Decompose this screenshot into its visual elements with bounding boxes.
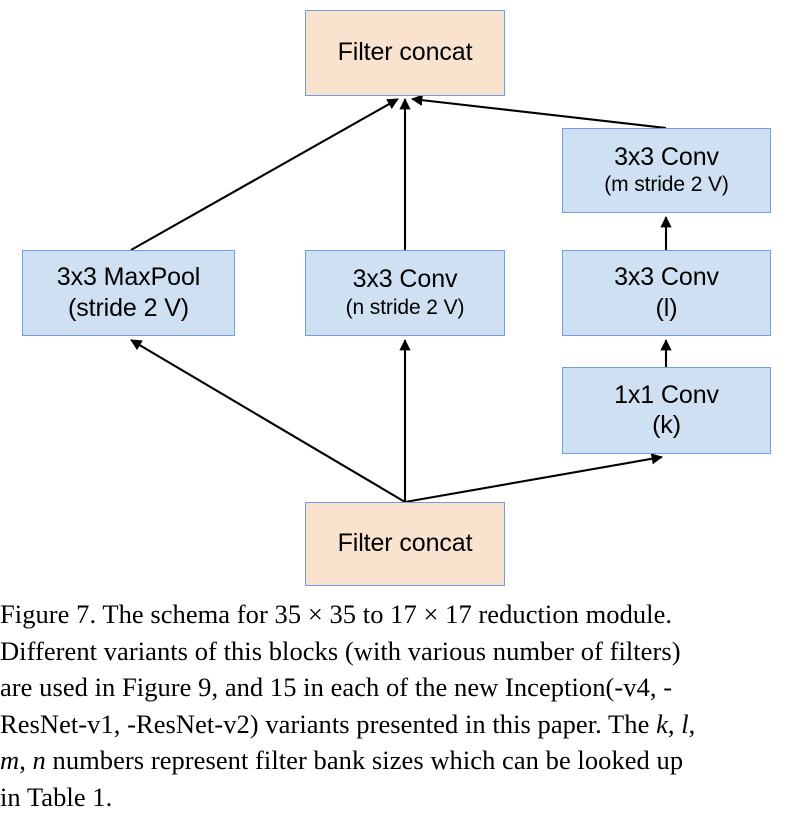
node-conv-m[interactable]: 3x3 Conv (m stride 2 V) [562, 128, 771, 213]
node-top-filter-concat-label: Filter concat [337, 38, 473, 67]
caption-line1-num-35b: 35 [329, 599, 357, 629]
figure-diagram-area: Filter concat 3x3 MaxPool (stride 2 V) 3… [22, 10, 771, 586]
caption-line5-rest: numbers represent filter bank sizes whic… [45, 745, 684, 775]
caption-line1-num-17a: 17 [390, 599, 417, 629]
node-maxpool-label-primary: 3x3 MaxPool [56, 263, 201, 291]
caption-var-l: l [681, 708, 689, 739]
node-bottom-filter-concat[interactable]: Filter concat [305, 502, 505, 586]
node-conv-n[interactable]: 3x3 Conv (n stride 2 V) [305, 250, 505, 336]
node-conv-k-label-secondary: (k) [652, 411, 681, 439]
node-top-filter-concat[interactable]: Filter concat [305, 10, 505, 96]
caption-line-6: in Table 1. [0, 781, 113, 812]
caption-line1-times-2: × [416, 599, 446, 629]
node-conv-n-label-secondary: (n stride 2 V) [345, 295, 465, 319]
edge-bottomconcat-to-convk [404, 453, 663, 504]
node-maxpool-label-secondary: (stride 2 V) [67, 293, 190, 322]
node-conv-k-label-primary: 1x1 Conv [614, 380, 719, 409]
caption-line4-comma-2: , [688, 708, 696, 739]
caption-line-4: ResNet-v1, -ResNet-v2) variants presente… [0, 706, 797, 743]
caption-var-k: k [656, 708, 668, 739]
caption-var-n: n [32, 745, 46, 775]
node-conv-m-label-secondary: (m stride 2 V) [604, 173, 729, 197]
node-conv-l-label-primary: 3x3 Conv [614, 263, 719, 291]
caption-line-5: m, n numbers represent filter bank sizes… [0, 742, 797, 779]
node-conv-l[interactable]: 3x3 Conv (l) [562, 250, 771, 336]
caption-line1-part-c: reduction module. [471, 599, 673, 629]
caption-line1-num-35a: 35 [274, 599, 302, 629]
node-conv-m-label-primary: 3x3 Conv [614, 142, 719, 171]
diagram-edges [130, 94, 672, 504]
caption-line1-times-1: × [301, 599, 330, 629]
caption-line-3: are used in Figure 9, and 15 in each of … [0, 672, 673, 702]
node-bottom-filter-concat-label: Filter concat [337, 529, 473, 558]
node-conv-n-label-primary: 3x3 Conv [352, 265, 458, 294]
edge-bottomconcat-to-maxpool [130, 339, 406, 503]
caption-line1-num-17b: 17 [445, 599, 472, 629]
caption-line1-part-a: Figure 7. The schema for [0, 599, 275, 629]
caption-var-m: m [0, 745, 20, 775]
edge-maxpool-to-topconcat [130, 98, 399, 251]
node-maxpool[interactable]: 3x3 MaxPool (stride 2 V) [22, 250, 235, 336]
caption-line4-part-a: ResNet-v1, -ResNet-v2) variants presente… [0, 708, 657, 739]
edge-convm-to-topconcat [411, 94, 667, 130]
caption-line4-comma-1: , [667, 708, 682, 739]
figure-caption: Figure 7. The schema for 35 × 35 to 17 ×… [0, 596, 797, 815]
caption-line5-comma-1: , [19, 745, 33, 775]
caption-line-1: Figure 7. The schema for 35 × 35 to 17 ×… [0, 596, 797, 633]
caption-line-2: Different variants of this blocks (with … [0, 635, 681, 666]
node-conv-l-label-secondary: (l) [655, 293, 678, 322]
caption-line1-part-b: to [356, 599, 391, 629]
node-conv-k[interactable]: 1x1 Conv (k) [562, 367, 771, 454]
